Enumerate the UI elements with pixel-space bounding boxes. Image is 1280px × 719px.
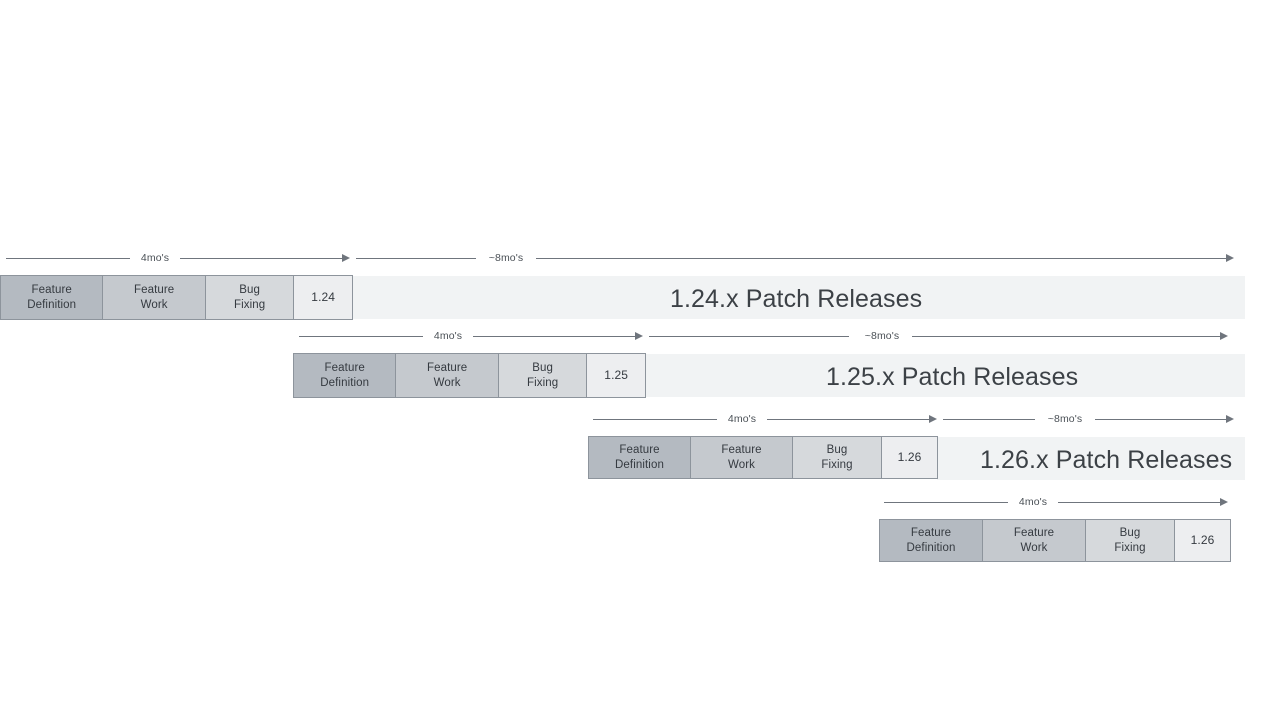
phase-label-line1: Feature bbox=[619, 444, 660, 456]
phase-label-line1: Feature bbox=[721, 444, 762, 456]
arrow-segment-right bbox=[1095, 419, 1228, 420]
arrow-segment-right bbox=[912, 336, 1222, 337]
dev-cycle-arrow-label: 4mo's bbox=[1018, 496, 1048, 508]
arrow-segment-left bbox=[884, 502, 1008, 503]
phase-label-line1: Feature bbox=[426, 362, 468, 374]
phase-feature-definition[interactable]: Feature Definition bbox=[589, 437, 691, 478]
patch-window-arrow-1-24: ~8mo's bbox=[356, 250, 1236, 266]
phase-label-line2: Fixing bbox=[821, 458, 853, 471]
dev-cycle-arrow-label: 4mo's bbox=[433, 330, 463, 342]
phase-bug-fixing[interactable]: Bug Fixing bbox=[205, 276, 295, 319]
patch-release-band-1-25 bbox=[645, 354, 1245, 397]
patch-window-arrow-label: ~8mo's bbox=[1047, 413, 1083, 425]
arrow-head-icon bbox=[1226, 254, 1234, 262]
arrow-segment-left bbox=[593, 419, 717, 420]
arrow-segment-right bbox=[180, 258, 344, 259]
phase-label-line2: Fixing bbox=[233, 298, 266, 311]
dev-cycle-arrow-label: 4mo's bbox=[140, 252, 170, 264]
phase-strip-1-26: Feature Definition Feature Work Bug Fixi… bbox=[588, 436, 938, 479]
arrow-segment-left bbox=[299, 336, 423, 337]
patch-window-arrow-1-25: ~8mo's bbox=[649, 328, 1236, 344]
phase-label-line2: Fixing bbox=[1114, 541, 1146, 554]
dev-cycle-arrow-1-26: 4mo's bbox=[593, 411, 939, 427]
version-chip-label: 1.24 bbox=[311, 290, 336, 305]
version-chip-1-26-next[interactable]: 1.26 bbox=[1175, 520, 1230, 561]
version-chip-1-24[interactable]: 1.24 bbox=[294, 276, 353, 319]
version-chip-1-25[interactable]: 1.25 bbox=[587, 354, 646, 397]
dev-cycle-arrow-1-25: 4mo's bbox=[299, 328, 645, 344]
phase-label-line2: Work bbox=[140, 298, 168, 311]
patch-window-arrow-label: ~8mo's bbox=[488, 252, 524, 264]
dev-cycle-arrow-1-26-next: 4mo's bbox=[884, 494, 1230, 510]
phase-label-line1: Bug bbox=[1119, 527, 1141, 539]
arrow-segment-left bbox=[649, 336, 849, 337]
phase-feature-definition[interactable]: Feature Definition bbox=[294, 354, 397, 397]
patch-window-arrow-label: ~8mo's bbox=[864, 330, 900, 342]
arrow-head-icon bbox=[1226, 415, 1234, 423]
version-chip-label: 1.26 bbox=[897, 450, 922, 465]
patch-release-band-1-26 bbox=[937, 437, 1245, 480]
version-chip-1-26[interactable]: 1.26 bbox=[882, 437, 937, 478]
phase-label-line2: Definition bbox=[615, 458, 664, 471]
phase-label-line1: Feature bbox=[1013, 527, 1055, 539]
phase-label-line1: Feature bbox=[324, 362, 365, 374]
arrow-segment-right bbox=[1058, 502, 1222, 503]
phase-feature-definition[interactable]: Feature Definition bbox=[1, 276, 104, 319]
patch-release-label-1-25: 1.25.x Patch Releases bbox=[826, 363, 1079, 391]
version-chip-label: 1.25 bbox=[604, 368, 629, 383]
arrow-head-icon bbox=[635, 332, 643, 340]
arrow-segment-left bbox=[6, 258, 130, 259]
phase-feature-work[interactable]: Feature Work bbox=[691, 437, 793, 478]
arrow-head-icon bbox=[342, 254, 350, 262]
phase-feature-work[interactable]: Feature Work bbox=[103, 276, 206, 319]
phase-label-line1: Feature bbox=[133, 284, 175, 296]
phase-label-line2: Work bbox=[433, 376, 461, 389]
phase-feature-work[interactable]: Feature Work bbox=[983, 520, 1086, 561]
phase-strip-1-24: Feature Definition Feature Work Bug Fixi… bbox=[0, 275, 353, 320]
phase-strip-1-26-next: Feature Definition Feature Work Bug Fixi… bbox=[879, 519, 1231, 562]
phase-feature-work[interactable]: Feature Work bbox=[396, 354, 499, 397]
phase-label-line2: Definition bbox=[906, 541, 956, 554]
arrow-head-icon bbox=[1220, 332, 1228, 340]
arrow-head-icon bbox=[1220, 498, 1228, 506]
phase-label-line2: Work bbox=[1020, 541, 1048, 554]
phase-label-line1: Feature bbox=[910, 527, 952, 539]
phase-bug-fixing[interactable]: Bug Fixing bbox=[793, 437, 882, 478]
phase-label-line2: Fixing bbox=[526, 376, 559, 389]
dev-cycle-arrow-1-24: 4mo's bbox=[6, 250, 352, 266]
phase-label-line2: Definition bbox=[320, 376, 370, 389]
arrow-segment-right bbox=[536, 258, 1228, 259]
arrow-segment-right bbox=[473, 336, 637, 337]
arrow-head-icon bbox=[929, 415, 937, 423]
phase-feature-definition[interactable]: Feature Definition bbox=[880, 520, 983, 561]
arrow-segment-right bbox=[767, 419, 931, 420]
patch-window-arrow-1-26: ~8mo's bbox=[943, 411, 1236, 427]
arrow-segment-left bbox=[943, 419, 1035, 420]
phase-label-line1: Bug bbox=[239, 284, 260, 296]
phase-label-line1: Feature bbox=[31, 284, 72, 296]
patch-release-label-1-24: 1.24.x Patch Releases bbox=[670, 285, 923, 313]
version-chip-label: 1.26 bbox=[1190, 533, 1215, 548]
phase-label-line1: Bug bbox=[826, 444, 848, 456]
phase-label-line2: Definition bbox=[27, 298, 77, 311]
dev-cycle-arrow-label: 4mo's bbox=[727, 413, 757, 425]
patch-release-band-1-24 bbox=[352, 276, 1245, 319]
arrow-segment-left bbox=[356, 258, 476, 259]
patch-release-label-1-26: 1.26.x Patch Releases bbox=[980, 446, 1233, 474]
phase-strip-1-25: Feature Definition Feature Work Bug Fixi… bbox=[293, 353, 646, 398]
phase-bug-fixing[interactable]: Bug Fixing bbox=[1086, 520, 1175, 561]
phase-label-line2: Work bbox=[727, 458, 756, 471]
phase-label-line1: Bug bbox=[532, 362, 553, 374]
phase-bug-fixing[interactable]: Bug Fixing bbox=[498, 354, 588, 397]
